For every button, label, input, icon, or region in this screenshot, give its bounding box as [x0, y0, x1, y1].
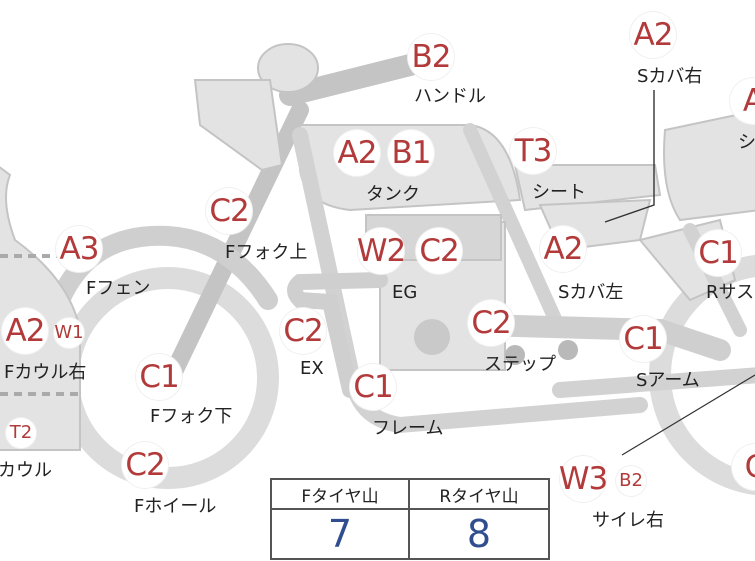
rear-tire-header: Rタイヤ山 — [410, 480, 548, 510]
badge-rear-edge-bottom: C — [732, 444, 755, 490]
badge-fcowl-a: A2 — [2, 308, 48, 354]
badge-scover-right: A2 — [630, 12, 676, 58]
label-scover-left: Sカバ左 — [558, 282, 624, 303]
badge-fwheel: C2 — [122, 442, 168, 488]
badge-tank-a: A2 — [334, 130, 380, 176]
label-step: ステップ — [484, 354, 556, 375]
engine-cover-shape — [414, 319, 450, 355]
badge-cowl-t: T2 — [6, 418, 36, 448]
rear-body-shape — [663, 110, 755, 222]
badge-step: C2 — [468, 300, 514, 346]
handlebar-shape — [279, 49, 441, 106]
badge-ex: C2 — [280, 308, 326, 354]
front-cowl-shape — [0, 166, 81, 451]
label-ffork-top: Fフォク上 — [225, 242, 308, 263]
leader-line-sirer — [621, 374, 755, 456]
label-frame: フレーム — [372, 418, 444, 439]
label-rsus: Rサス — [706, 282, 755, 303]
leader-line-scover — [604, 90, 655, 223]
badge-scover-left: A2 — [540, 226, 586, 272]
badge-seat: T3 — [510, 128, 556, 174]
badge-ffork-top: C2 — [206, 188, 252, 234]
badge-ffork-bottom: C1 — [136, 354, 182, 400]
label-eg: EG — [392, 282, 418, 303]
label-fwheel: Fホイール — [134, 496, 217, 517]
badge-handle: B2 — [408, 34, 454, 80]
label-sarm: Sアーム — [636, 370, 700, 391]
badge-tank-b: B1 — [388, 130, 434, 176]
badge-fender: A3 — [56, 226, 102, 272]
exhaust-shape — [287, 272, 388, 398]
step-peg-shape-2 — [558, 340, 578, 360]
label-fcowl-right: Fカウル右 — [4, 362, 87, 383]
badge-fcowl-w: W1 — [54, 318, 84, 348]
label-seat: シート — [532, 182, 586, 203]
badge-sirer-w: W3 — [559, 456, 608, 502]
label-ex: EX — [300, 358, 324, 379]
label-cowl: カウル — [0, 460, 52, 481]
label-tank: タンク — [366, 184, 420, 205]
handlebar-grip-shape — [257, 43, 319, 93]
step-peg-shape — [505, 345, 525, 365]
badge-eg-c: C2 — [416, 228, 462, 274]
rear-tire-value: 8 — [466, 512, 492, 556]
badge-rear-c1: C1 — [695, 230, 741, 276]
badge-sirer-b: B2 — [616, 466, 646, 496]
headlight-shape — [193, 79, 284, 172]
badge-sarm: C1 — [620, 316, 666, 362]
label-fender: Fフェン — [86, 278, 151, 299]
label-rear-edge-top: シ — [738, 132, 755, 153]
swing-arm-shape — [552, 367, 755, 398]
front-tire-value: 7 — [272, 510, 410, 558]
seat-shape — [513, 164, 662, 212]
label-scover-right: Sカバ右 — [637, 66, 703, 87]
label-ffork-bottom: Fフォク下 — [150, 406, 233, 427]
label-sirer-right: サイレ右 — [592, 510, 664, 531]
badge-frame: C1 — [350, 364, 396, 410]
badge-eg-w: W2 — [357, 228, 406, 274]
frame-rail-shape — [463, 123, 567, 337]
label-handle: ハンドル — [414, 86, 486, 107]
front-tire-header: Fタイヤ山 — [272, 480, 410, 510]
tire-tread-table: Fタイヤ山 Rタイヤ山 7 8 — [270, 478, 550, 560]
